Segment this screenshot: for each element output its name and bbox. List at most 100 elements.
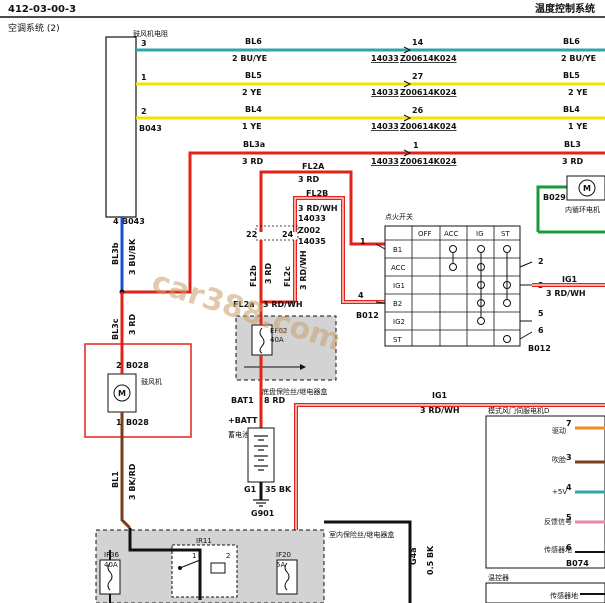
temp-controller-label: 温控器: [488, 573, 509, 582]
bl6-name: BL6: [245, 37, 262, 46]
bl5-pin: 27: [412, 72, 423, 81]
bl5-spec: 2 YE: [242, 88, 262, 97]
switch-connector-right: B012: [528, 344, 551, 353]
fl2b-conn2: Z002: [298, 226, 321, 235]
servo-label-sensor-gnd: 传感器地: [544, 545, 572, 554]
page-code: 412-03-00-3: [8, 4, 76, 15]
mode-servo-label: 模式风门伺服电机D: [488, 406, 549, 415]
relay-pin-2: 2: [226, 552, 230, 560]
page-title: 温度控制系统: [535, 2, 595, 15]
bl6-conn-left: 14033: [371, 54, 399, 63]
fl2b-name: FL2B: [306, 189, 328, 198]
battery-plus: +BATT: [228, 416, 258, 425]
ground-g901: G901: [251, 509, 275, 518]
bl1-name: BL1: [111, 471, 120, 488]
bl3a-spec: 3 RD: [242, 157, 264, 166]
bl3a-name: BL3a: [243, 140, 265, 149]
splice-connector: 22 24: [246, 225, 299, 241]
bl3a-conn-right: Z00614K024: [400, 157, 457, 166]
bl3a-pin: 1: [413, 141, 419, 150]
resistor-connector-bottom: B043: [122, 217, 145, 226]
bl4-spec: 1 YE: [242, 122, 262, 131]
section-title: 空调系统 (2): [8, 22, 60, 34]
wire-bl3c: BL3c 3 RD: [111, 292, 137, 372]
wire-fl2a: FL2A 3 RD 1: [259, 162, 385, 246]
splice-pin-22: 22: [246, 230, 257, 239]
bl6-pin: 14: [412, 38, 424, 47]
blower-resistor-label: 鼓风机电阻: [133, 29, 168, 38]
bat1-spec: 8 RD: [264, 396, 286, 405]
switch-col-off: OFF: [418, 230, 432, 238]
blower-connector-bottom: B028: [126, 418, 149, 427]
switch-row-b1: B1: [393, 246, 402, 254]
mode-servo: 模式风门伺服电机D 驱动 吹脸 +5V 反馈信号 传感器地 7 3 4 5 6 …: [485, 406, 605, 569]
servo-pin-4: 4: [566, 483, 572, 492]
g4a-name: G4a: [409, 547, 418, 565]
bl4-right-name: BL4: [563, 105, 580, 114]
bl3a-right-name: BL3: [564, 140, 581, 149]
ignition-switch: 点火开关 OFF ACC IG ST B1 ACC IG1 B2 IG2 ST: [356, 212, 551, 353]
switch-row-ig2: IG2: [393, 318, 405, 326]
ig1-spec: 3 RD/WH: [420, 406, 460, 415]
servo-label-face: 吹脸: [552, 455, 566, 464]
bl4-conn-left: 14033: [371, 122, 399, 131]
fl2b-conn3: 14035: [298, 237, 326, 246]
fuse-if20-rating: 5A: [276, 561, 285, 569]
bl6-spec: 2 BU/YE: [232, 54, 267, 63]
bl4-conn-right: Z00614K024: [400, 122, 457, 131]
wire-bl4: BL4 1 YE 26 14033 Z00614K024 BL4 1 YE: [136, 105, 605, 131]
ig1-name: IG1: [432, 391, 448, 400]
chassis-fuse-box-label: 底盘保险丝/继电器盒: [262, 387, 327, 396]
wire-bl1: BL1 3 BK/RD: [111, 412, 137, 530]
fuse-ef02-name: EF02: [270, 327, 287, 335]
bl3c-name: BL3c: [111, 318, 120, 340]
servo-pin-5: 5: [566, 513, 572, 522]
bl6-right-name: BL6: [563, 37, 580, 46]
switch-pin-6: 6: [538, 326, 544, 335]
fl2c-v-name: FL2c: [283, 266, 292, 287]
blower-resistor: 鼓风机电阻 3 1 2 B043 4 B043: [105, 29, 168, 226]
switch-row-b2: B2: [393, 300, 402, 308]
servo-label-feedback: 反馈信号: [544, 517, 572, 526]
fuse-if20-name: IF20: [276, 551, 291, 559]
bl6-conn-right: Z00614K024: [400, 54, 457, 63]
recirc-motor-symbol: M: [583, 184, 591, 193]
g1-name: G1: [244, 485, 257, 494]
fl2a-h-name: FL2a: [233, 300, 255, 309]
bl3b-name: BL3b: [111, 242, 120, 265]
resistor-pin-3: 3: [141, 39, 147, 48]
relay-ir11: IR11: [196, 537, 212, 545]
fl2a-spec: 3 RD: [298, 175, 320, 184]
switch-pin-4: 4: [358, 291, 364, 300]
switch-col-st: ST: [501, 230, 510, 238]
bl5-name: BL5: [245, 71, 262, 80]
ig1-right-name: IG1: [562, 275, 578, 284]
temp-controller: 温控器 传感器地: [485, 573, 605, 603]
bl4-pin: 26: [412, 106, 424, 115]
blower-pin-2: 2: [116, 361, 122, 370]
resistor-pin-4: 4: [113, 217, 119, 226]
bl3a-right-spec: 3 RD: [562, 157, 584, 166]
servo-pin-6: 6: [566, 543, 572, 552]
resistor-pin-2: 2: [141, 107, 147, 116]
fl2b-v-name: FL2b: [249, 265, 258, 287]
wire-bl3b: BL3b 3 BU/BK: [111, 217, 137, 295]
recirc-motor: M B029 内循环电机: [536, 175, 605, 234]
switch-pin-2: 2: [538, 257, 544, 266]
fuse-if36-rating: 40A: [104, 561, 118, 569]
fl2c-v-spec: 3 RD/WH: [299, 250, 308, 290]
temp-controller-pin-label: 传感器地: [550, 591, 578, 600]
switch-col-acc: ACC: [444, 230, 459, 238]
switch-pin-1: 1: [360, 237, 366, 246]
battery-circuit: BAT1 8 RD +BATT 蓄电池 G1 35 BK G901: [228, 380, 292, 518]
wire-bl5: BL5 2 YE 27 14033 Z00614K024 BL5 2 YE: [136, 71, 605, 97]
g4a-spec: 0.5 BK: [426, 545, 435, 575]
recirc-connector: B029: [543, 193, 566, 202]
relay-pin-1: 1: [192, 552, 196, 560]
servo-pin-7: 7: [566, 419, 572, 428]
servo-label-5v: +5V: [552, 488, 567, 496]
switch-row-acc: ACC: [391, 264, 406, 272]
fl2b-v-spec: 3 RD: [264, 262, 273, 284]
g1-spec: 35 BK: [265, 485, 292, 494]
